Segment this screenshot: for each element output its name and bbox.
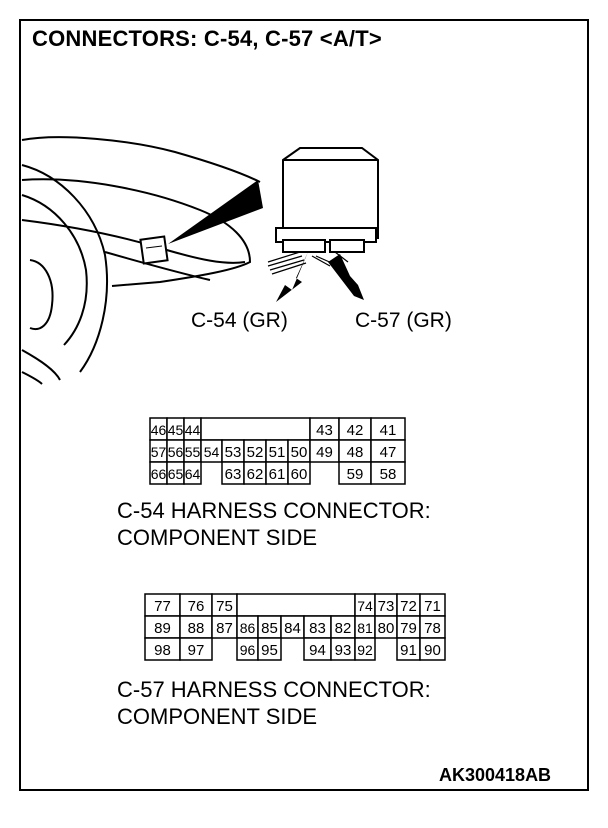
c57-pin-79: 79: [400, 620, 417, 637]
c54-pin-41: 41: [380, 422, 397, 439]
center-panel: [104, 251, 211, 281]
c54-pin-47: 47: [380, 444, 397, 461]
c57-caption-line2: COMPONENT SIDE: [117, 704, 318, 729]
c57-pin-82: 82: [335, 620, 352, 637]
c54-pin-52: 52: [247, 444, 264, 461]
c54-pin-50: 50: [291, 444, 308, 461]
c57-pin-78: 78: [424, 620, 441, 637]
c54-pin-63: 63: [225, 466, 242, 483]
c57-pin-86: 86: [240, 620, 256, 636]
c57-pin-cell: [354, 637, 376, 661]
c54-pin-60: 60: [291, 466, 308, 483]
c54-caption-line1: C-54 HARNESS CONNECTOR:: [117, 498, 431, 523]
c54-pin-55: 55: [185, 444, 201, 460]
control-unit-module: [275, 147, 379, 253]
c54-caption: C-54 HARNESS CONNECTOR: COMPONENT SIDE: [117, 497, 431, 551]
c54-pin-45: 45: [168, 422, 184, 438]
c54-pin-66: 66: [151, 466, 167, 482]
c57-pin-89: 89: [154, 620, 171, 637]
c54-pin-51: 51: [269, 444, 286, 461]
c57-pin-93: 93: [335, 642, 352, 659]
glovebox-lower: [21, 371, 43, 385]
c54-pin-57: 57: [151, 444, 167, 460]
c57-pin-84: 84: [284, 620, 301, 637]
c54-pin-59: 59: [347, 466, 364, 483]
c54-pin-42: 42: [347, 422, 364, 439]
c57-pin-92: 92: [357, 642, 373, 658]
c54-pin-53: 53: [225, 444, 242, 461]
c57-pin-97: 97: [188, 642, 205, 659]
c54-pin-56: 56: [168, 444, 184, 460]
c57-pin-88: 88: [188, 620, 205, 637]
callout-wedge: [168, 180, 263, 244]
c54-pin-cell: [183, 461, 202, 485]
dash-lower-edge: [21, 178, 252, 287]
c57-pin-83: 83: [309, 620, 326, 637]
c54-pin-cell: [287, 461, 311, 485]
steering-wheel-inner: [21, 194, 88, 346]
harness-wires: [267, 251, 349, 275]
c57-caption: C-57 HARNESS CONNECTOR: COMPONENT SIDE: [117, 676, 431, 730]
dash-upper-edge: [21, 136, 261, 183]
c54-pin-49: 49: [316, 444, 333, 461]
c57-pin-94: 94: [309, 642, 326, 659]
c57-pin-cell: [257, 637, 282, 661]
c57-pin-96: 96: [240, 642, 256, 658]
c57-pin-cell: [179, 637, 213, 661]
c54-pin-43: 43: [316, 422, 333, 439]
c54-pin-58: 58: [380, 466, 397, 483]
label-c54: C-54 (GR): [191, 309, 288, 332]
c54-pin-62: 62: [247, 466, 264, 483]
c57-caption-line1: C-57 HARNESS CONNECTOR:: [117, 677, 431, 702]
c57-pin-91: 91: [400, 642, 417, 659]
connector-location-box: [139, 235, 169, 265]
page-title: CONNECTORS: C-54, C-57 <A/T>: [32, 26, 382, 51]
c57-pin-87: 87: [216, 620, 233, 637]
c57-pin-80: 80: [378, 620, 395, 637]
c57-pin-90: 90: [424, 642, 441, 659]
c54-pin-46: 46: [151, 422, 167, 438]
c57-pin-71: 71: [424, 598, 441, 615]
c54-pin-cell: [370, 461, 406, 485]
c54-pin-48: 48: [347, 444, 364, 461]
figure-id: AK300418AB: [439, 765, 552, 785]
c54-pin-65: 65: [168, 466, 184, 482]
c57-pin-72: 72: [400, 598, 417, 615]
c54-pin-61: 61: [269, 466, 286, 483]
steering-wheel-outer: [21, 164, 108, 373]
c57-pin-cell: [419, 637, 446, 661]
label-c57: C-57 (GR): [355, 309, 452, 332]
glovebox-curve: [21, 349, 61, 381]
c57-pin-81: 81: [357, 620, 373, 636]
steering-wheel-hub: [29, 259, 54, 330]
c57-pin-74: 74: [357, 598, 373, 614]
c54-pin-54: 54: [204, 444, 220, 460]
c57-pin-75: 75: [216, 598, 233, 615]
c54-pin-44: 44: [185, 422, 201, 438]
c57-pin-77: 77: [154, 598, 171, 615]
figure-frame: [19, 19, 589, 791]
c57-pin-85: 85: [261, 620, 278, 637]
arrow-c57: [328, 254, 364, 300]
arrow-c54: [276, 252, 308, 302]
c54-pin-64: 64: [185, 466, 201, 482]
c54-caption-line2: COMPONENT SIDE: [117, 525, 318, 550]
c57-pin-76: 76: [188, 598, 205, 615]
c57-pin-98: 98: [154, 642, 171, 659]
c57-key-slot: [236, 593, 356, 617]
c57-pin-73: 73: [378, 598, 395, 615]
c57-pin-95: 95: [261, 642, 278, 659]
